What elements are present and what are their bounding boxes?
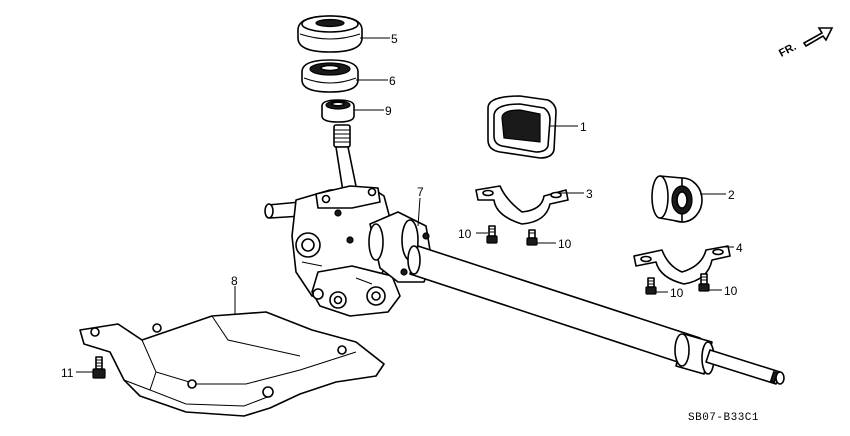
front-direction-indicator: FR. xyxy=(777,27,834,60)
callout-8: 8 xyxy=(231,274,238,288)
part-11-bolt xyxy=(92,356,106,379)
callout-leader-lines xyxy=(76,37,734,373)
part-4-mount-bracket xyxy=(633,245,731,285)
callout-5: 5 xyxy=(391,32,398,46)
steering-gearbox xyxy=(264,185,433,317)
part-5-top-seal xyxy=(297,15,363,53)
callout-7: 7 xyxy=(417,185,424,199)
part-9-pinion-seal xyxy=(321,99,355,123)
callout-6: 6 xyxy=(389,74,396,88)
part-1-mount-cushion xyxy=(487,95,557,159)
part-10-bolt-d xyxy=(698,273,710,292)
diagram-code: SB07-B33C1 xyxy=(688,412,759,424)
callout-11: 11 xyxy=(61,366,74,380)
callout-1: 1 xyxy=(580,120,587,134)
callout-10b: 10 xyxy=(558,237,572,251)
callout-10a: 10 xyxy=(458,227,472,241)
callout-10d: 10 xyxy=(724,284,738,298)
part-2-bushing xyxy=(651,175,703,223)
part-6-bearing-seal xyxy=(301,59,359,93)
part-10-bolt-c xyxy=(645,277,657,295)
part-8-splash-shield xyxy=(79,311,385,417)
front-direction-arrow-icon xyxy=(802,27,834,48)
leader-7 xyxy=(417,197,421,227)
rack-tube xyxy=(407,245,785,385)
callout-10c: 10 xyxy=(670,286,684,300)
part-10-bolt-a xyxy=(486,225,498,244)
front-direction-label: FR. xyxy=(777,41,798,60)
callout-4: 4 xyxy=(736,241,743,255)
callout-3: 3 xyxy=(586,187,593,201)
callout-2: 2 xyxy=(728,188,735,202)
callout-9: 9 xyxy=(385,104,392,118)
callout-labels: 5 6 9 1 7 3 2 10 10 4 8 10 10 11 xyxy=(61,32,743,380)
part-10-bolt-b xyxy=(526,229,538,246)
part-3-mount-bracket xyxy=(475,185,569,225)
